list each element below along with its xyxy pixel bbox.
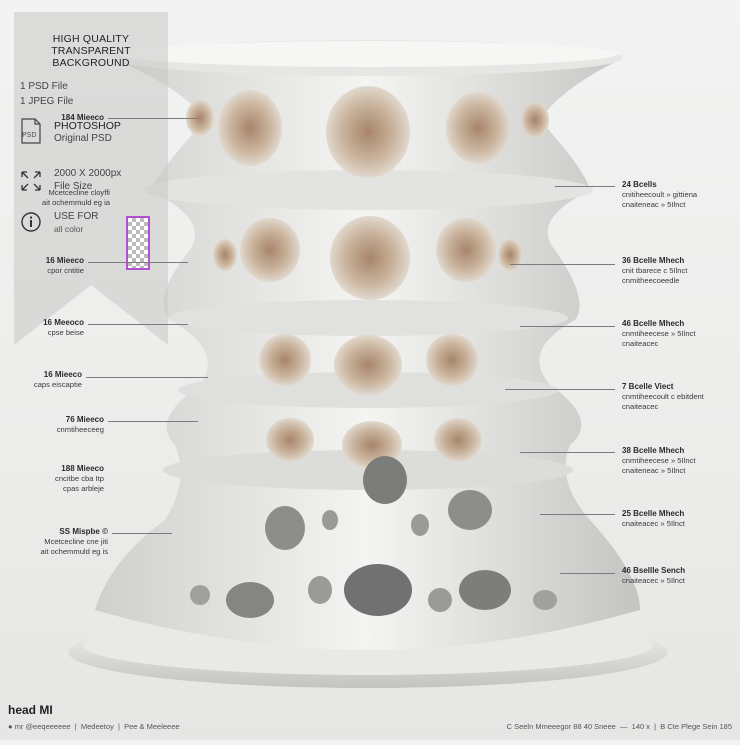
image-dimensions: 2000 X 2000px <box>54 168 122 179</box>
psd-file-count: 1 PSD File <box>20 81 68 92</box>
psd-icon-label: PSD <box>22 132 37 139</box>
leader-line <box>88 324 188 325</box>
psd-file-icon <box>21 118 41 144</box>
leader-line <box>88 262 188 263</box>
left-annotation-1: 184 Mieeco <box>61 113 104 122</box>
info-icon <box>21 212 41 232</box>
resize-arrows-icon <box>21 171 41 191</box>
leader-line <box>108 118 198 119</box>
left-annotation-8: SS Mispbe ©Mcetcecline cne jiti ait oche… <box>40 527 108 556</box>
badge-line2: TRANSPARENT BACKGROUND <box>51 45 131 69</box>
jpeg-file-count: 1 JPEG File <box>20 96 74 107</box>
photoshop-subtitle: Original PSD <box>54 133 112 144</box>
footer-links[interactable]: ● mr @eeqeeeeee | Medeetoy | Pee & Meele… <box>8 722 180 731</box>
all-color-label: all color <box>54 224 84 234</box>
left-annotation-2: Mcetcecline cloyffi ait ochemmuld eg ia <box>42 188 110 207</box>
leader-line <box>108 421 198 422</box>
photoshop-title: PHOTOSHOP <box>54 120 121 132</box>
leader-line <box>520 452 615 453</box>
use-for-label: USE FOR <box>54 211 99 222</box>
transparency-swatch <box>126 216 150 270</box>
leader-line <box>520 326 615 327</box>
footer-credits: C Seeln Mmeeegor 88 40 Sneee — 140 x | B… <box>506 722 732 731</box>
leader-line <box>540 514 615 515</box>
footer-title: head MI <box>8 703 53 717</box>
leader-line <box>112 533 172 534</box>
leader-line <box>505 389 615 390</box>
badge-line1: HIGH QUALITY <box>52 33 130 45</box>
leader-line <box>555 186 615 187</box>
leader-line <box>86 377 208 378</box>
leader-line <box>510 264 615 265</box>
leader-line <box>560 573 615 574</box>
file-size-label: File Size <box>54 181 93 192</box>
